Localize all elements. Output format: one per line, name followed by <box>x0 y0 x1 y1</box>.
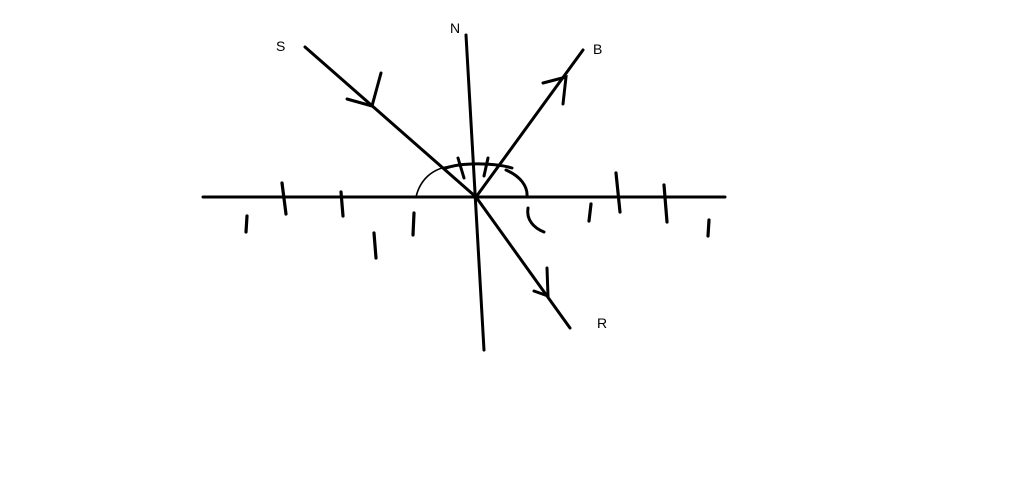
refracted-ray <box>474 195 572 330</box>
angle-arc-top <box>444 162 514 170</box>
angle-arc-tick-right <box>482 156 490 178</box>
incident-ray <box>303 45 478 199</box>
angle-arc-tick-left <box>456 156 466 180</box>
refracted-arrowhead <box>532 266 550 299</box>
label-n: N <box>450 20 460 36</box>
reflected-arrowhead <box>541 74 568 106</box>
surface-hatching <box>244 171 711 260</box>
normal-line <box>464 33 486 352</box>
incident-arrowhead <box>345 71 383 108</box>
label-r: R <box>597 315 607 331</box>
refraction-angle-arc <box>526 206 546 234</box>
reflected-ray <box>474 48 585 199</box>
reflection-angle-arc <box>504 168 529 199</box>
label-s: S <box>276 38 285 54</box>
label-b: B <box>593 41 602 57</box>
